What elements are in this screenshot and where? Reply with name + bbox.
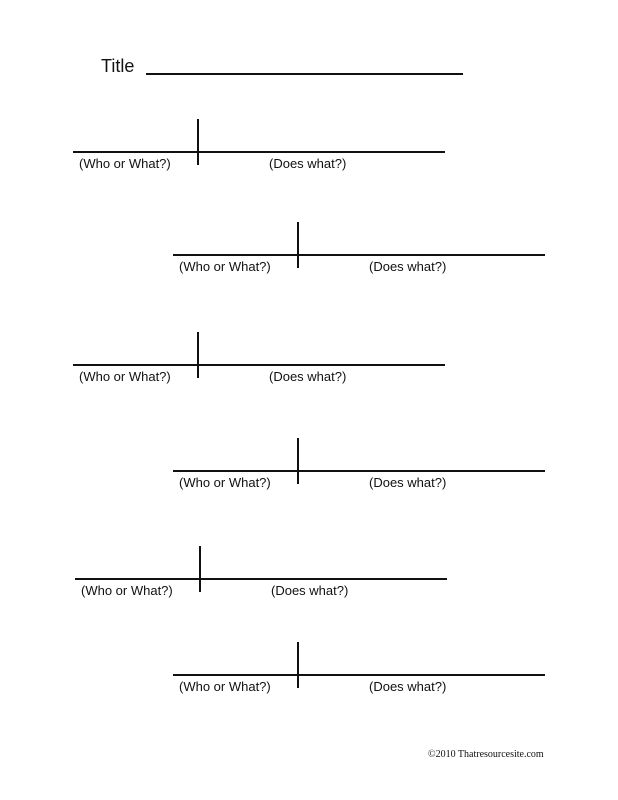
copyright-notice: ©2010 Thatresourcesite.com: [428, 749, 544, 760]
sentence-diagram-5: (Who or What?) (Does what?): [75, 546, 450, 606]
predicate-label: (Does what?): [271, 583, 349, 598]
predicate-label: (Does what?): [269, 369, 347, 384]
sentence-diagram-6: (Who or What?) (Does what?): [173, 642, 548, 702]
baseline: [173, 674, 545, 676]
sentence-diagram-2: (Who or What?) (Does what?): [173, 222, 548, 282]
sentence-diagram-4: (Who or What?) (Does what?): [173, 438, 548, 498]
title-blank-line[interactable]: [146, 73, 463, 75]
predicate-label: (Does what?): [369, 259, 447, 274]
title-label: Title: [101, 56, 135, 76]
predicate-label: (Does what?): [269, 156, 347, 171]
subject-label: (Who or What?): [179, 259, 271, 274]
subject-predicate-divider: [297, 438, 299, 484]
baseline: [173, 470, 545, 472]
baseline: [73, 364, 445, 366]
subject-predicate-divider: [297, 642, 299, 688]
subject-label: (Who or What?): [79, 369, 171, 384]
subject-predicate-divider: [297, 222, 299, 268]
subject-label: (Who or What?): [179, 679, 271, 694]
subject-predicate-divider: [199, 546, 201, 592]
title-row: Title: [101, 55, 471, 79]
subject-label: (Who or What?): [79, 156, 171, 171]
subject-predicate-divider: [197, 332, 199, 378]
subject-label: (Who or What?): [81, 583, 173, 598]
predicate-label: (Does what?): [369, 679, 447, 694]
predicate-label: (Does what?): [369, 475, 447, 490]
subject-predicate-divider: [197, 119, 199, 165]
baseline: [73, 151, 445, 153]
subject-label: (Who or What?): [179, 475, 271, 490]
baseline: [173, 254, 545, 256]
sentence-diagram-3: (Who or What?) (Does what?): [73, 332, 448, 392]
sentence-diagram-1: (Who or What?) (Does what?): [73, 119, 448, 179]
baseline: [75, 578, 447, 580]
